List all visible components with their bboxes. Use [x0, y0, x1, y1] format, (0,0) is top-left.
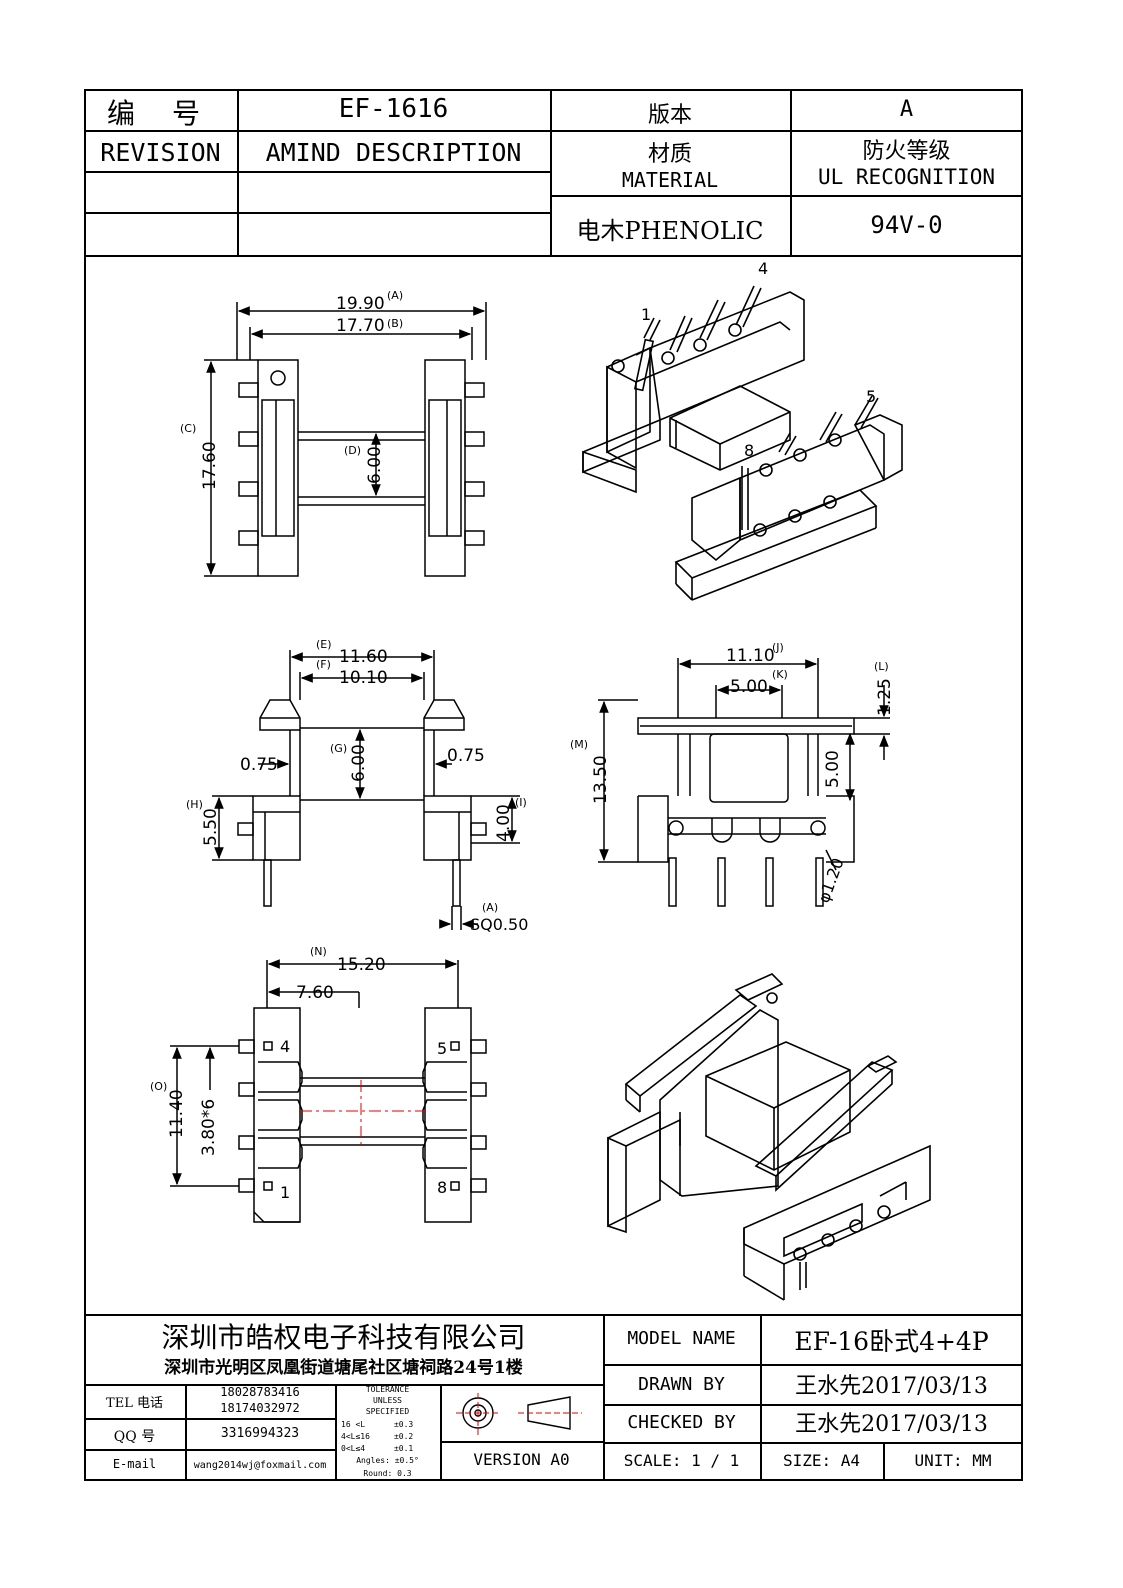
email-label: E-mail — [112, 1457, 157, 1471]
dim-5-00-k: 5.00 — [730, 677, 768, 697]
dim-19-90: 19.90 — [336, 294, 385, 314]
tag-e: (E) — [316, 638, 332, 651]
tag-d: (D) — [344, 444, 361, 457]
iso-pin-8: 8 — [744, 441, 754, 460]
projection-symbol-icon — [456, 1393, 582, 1435]
tel-1: 18028783416 — [220, 1385, 300, 1399]
pin-label-4: 4 — [280, 1037, 290, 1056]
tag-h: (H) — [186, 798, 203, 811]
iso-view-bottom — [607, 973, 931, 1301]
drawn-by-label: DRAWN BY — [638, 1374, 725, 1395]
tag-b: (B) — [387, 317, 403, 330]
revision-label: REVISION — [100, 138, 221, 167]
model-name-value: EF-16卧式4+4P — [794, 1327, 989, 1356]
dim-0-75-right: 0.75 — [447, 746, 485, 766]
qq-label: QQ 号 — [113, 1429, 156, 1445]
dim-0-75-left: 0.75 — [240, 755, 278, 775]
tag-g: (G) — [330, 742, 347, 755]
drawn-by-value: 王水先2017/03/13 — [795, 1374, 988, 1399]
sheet-size: SIZE: A4 — [782, 1451, 861, 1470]
tag-l: (L) — [874, 660, 889, 673]
tel-2: 18174032972 — [220, 1401, 300, 1415]
material-label-cn: 材质 — [647, 142, 692, 167]
tag-n: (N) — [310, 945, 327, 958]
qq-value: 3316994323 — [220, 1426, 300, 1441]
bottom-view — [170, 959, 487, 1223]
dim-1-25: 1.25 — [875, 678, 895, 716]
material-value: 电木PHENOLIC — [576, 217, 764, 245]
fire-rating-value: 94V-0 — [870, 211, 943, 239]
iso-pin-4: 4 — [758, 259, 768, 278]
dim-6-00-d: 6.00 — [365, 446, 385, 484]
dim-13-50: 13.50 — [591, 755, 611, 804]
pin-dia-1-20: φ1.20 — [814, 855, 848, 905]
email-value: wang2014wj@foxmail.com — [193, 1460, 327, 1471]
dim-5-50: 5.50 — [201, 808, 221, 846]
material-label-en: MATERIAL — [621, 168, 719, 192]
top-view — [204, 302, 487, 577]
drawing-frame — [84, 89, 1023, 1481]
tag-m: (M) — [570, 738, 588, 751]
dim-7-60: 7.60 — [296, 983, 334, 1003]
pin-label-1: 1 — [280, 1183, 290, 1202]
tag-pin-a: (A) — [482, 901, 498, 914]
checked-by-label: CHECKED BY — [627, 1412, 736, 1433]
dim-17-60: 17.60 — [200, 441, 220, 490]
dim-5-00-inner: 5.00 — [823, 750, 843, 788]
checked-by-value: 王水先2017/03/13 — [795, 1412, 988, 1437]
tag-j: (J) — [772, 641, 784, 654]
dim-15-20: 15.20 — [337, 955, 386, 975]
version-number: VERSION A0 — [473, 1450, 570, 1469]
dim-4-00: 4.00 — [494, 804, 514, 842]
model-name-label: MODEL NAME — [627, 1328, 736, 1349]
tag-k: (K) — [772, 668, 788, 681]
front-view — [212, 650, 520, 930]
amend-description-label: AMIND DESCRIPTION — [265, 138, 522, 167]
dim-11-60: 11.60 — [339, 647, 388, 667]
iso-pin-1: 1 — [641, 305, 651, 324]
version-value: A — [899, 97, 914, 122]
dim-17-70: 17.70 — [336, 316, 385, 336]
fire-rating-label-cn: 防火等级 — [862, 139, 951, 164]
company-name: 深圳市皓权电子科技有限公司 — [161, 1321, 526, 1354]
scale: SCALE: 1 / 1 — [623, 1451, 740, 1470]
company-address: 深圳市光明区凤凰街道塘尾社区塘祠路24号1楼 — [164, 1358, 523, 1378]
dim-pitch: 3.80*6 — [199, 1099, 219, 1156]
tag-a: (A) — [387, 289, 403, 302]
tag-o: (O) — [150, 1080, 167, 1093]
tag-c: (C) — [180, 422, 196, 435]
dim-10-10: 10.10 — [339, 668, 388, 688]
unit: UNIT: MM — [914, 1451, 992, 1470]
dim-6-00-g: 6.00 — [349, 744, 369, 782]
tel-label: TEL 电话 — [106, 1396, 163, 1411]
iso-view-top — [582, 285, 903, 601]
side-view — [598, 658, 890, 907]
dim-11-10: 11.10 — [726, 646, 775, 666]
pin-label-8: 8 — [437, 1178, 447, 1197]
number-label: 编 号 — [107, 97, 214, 130]
tag-i: (I) — [515, 796, 527, 809]
pin-label-5: 5 — [437, 1039, 447, 1058]
dim-11-40: 11.40 — [167, 1089, 187, 1138]
pin-sq-0-50: SQ0.50 — [470, 915, 528, 934]
fire-rating-label-en: UL RECOGNITION — [817, 165, 995, 189]
part-number: EF-1616 — [338, 94, 449, 124]
bottom-view-centerlines — [300, 1080, 425, 1145]
iso-pin-5: 5 — [866, 387, 876, 406]
version-label: 版本 — [647, 103, 692, 128]
tag-f: (F) — [316, 658, 331, 671]
